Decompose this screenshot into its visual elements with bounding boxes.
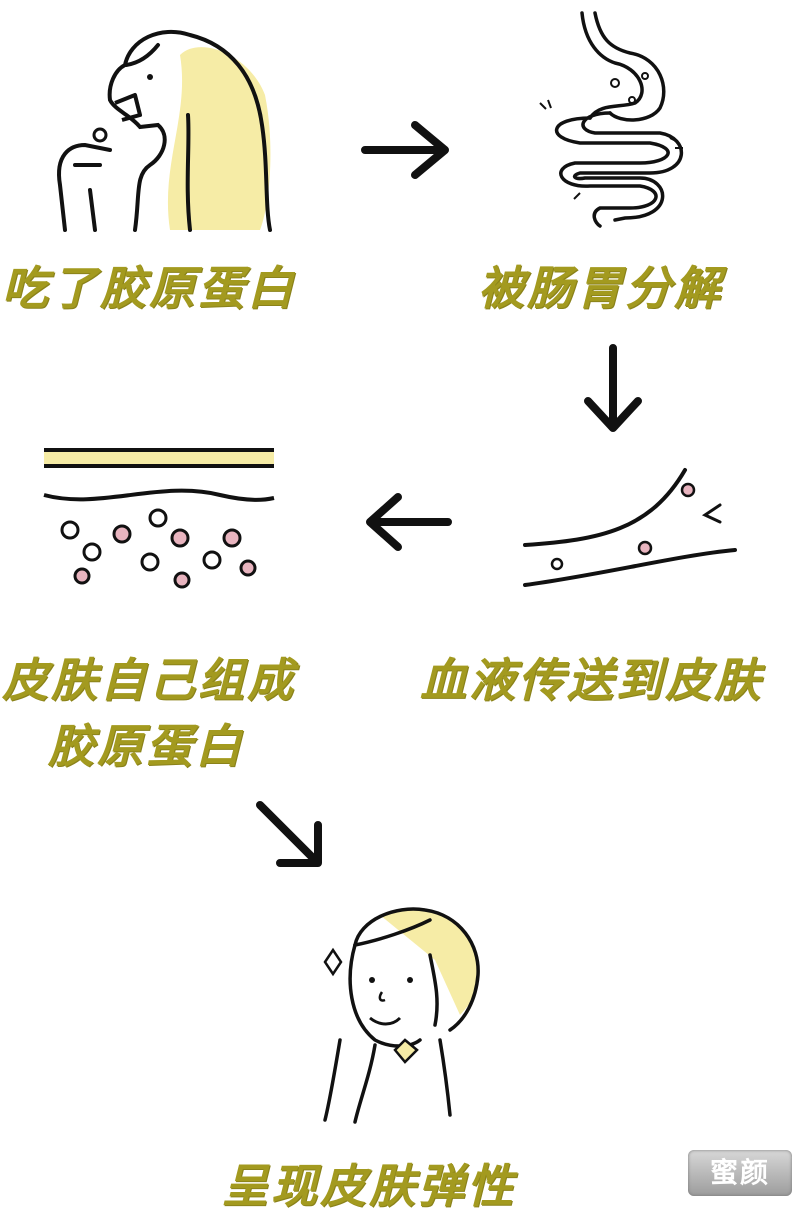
step3-label-line1: 皮肤自己组成: [2, 653, 296, 707]
watermark-logo: 蜜颜: [688, 1150, 792, 1196]
blood-vessel-icon: [523, 468, 737, 587]
woman-eating-icon: [57, 29, 272, 232]
arrow-diagonal-icon: [256, 801, 322, 867]
step4-label: 血液传送到皮肤: [420, 653, 763, 707]
stomach-intestine-icon: [539, 11, 684, 228]
step1-label: 吃了胶原蛋白: [2, 261, 296, 315]
step2-label: 被肠胃分解: [478, 261, 723, 315]
arrow-down-icon: [584, 344, 642, 432]
arrow-left-icon: [366, 493, 452, 551]
arrow-right-icon: [361, 121, 449, 179]
happy-face-icon: [323, 907, 480, 1124]
step5-label: 呈现皮肤弹性: [222, 1159, 516, 1213]
step3-label-line2: 胶原蛋白: [48, 719, 244, 773]
skin-layers-icon: [43, 448, 275, 589]
